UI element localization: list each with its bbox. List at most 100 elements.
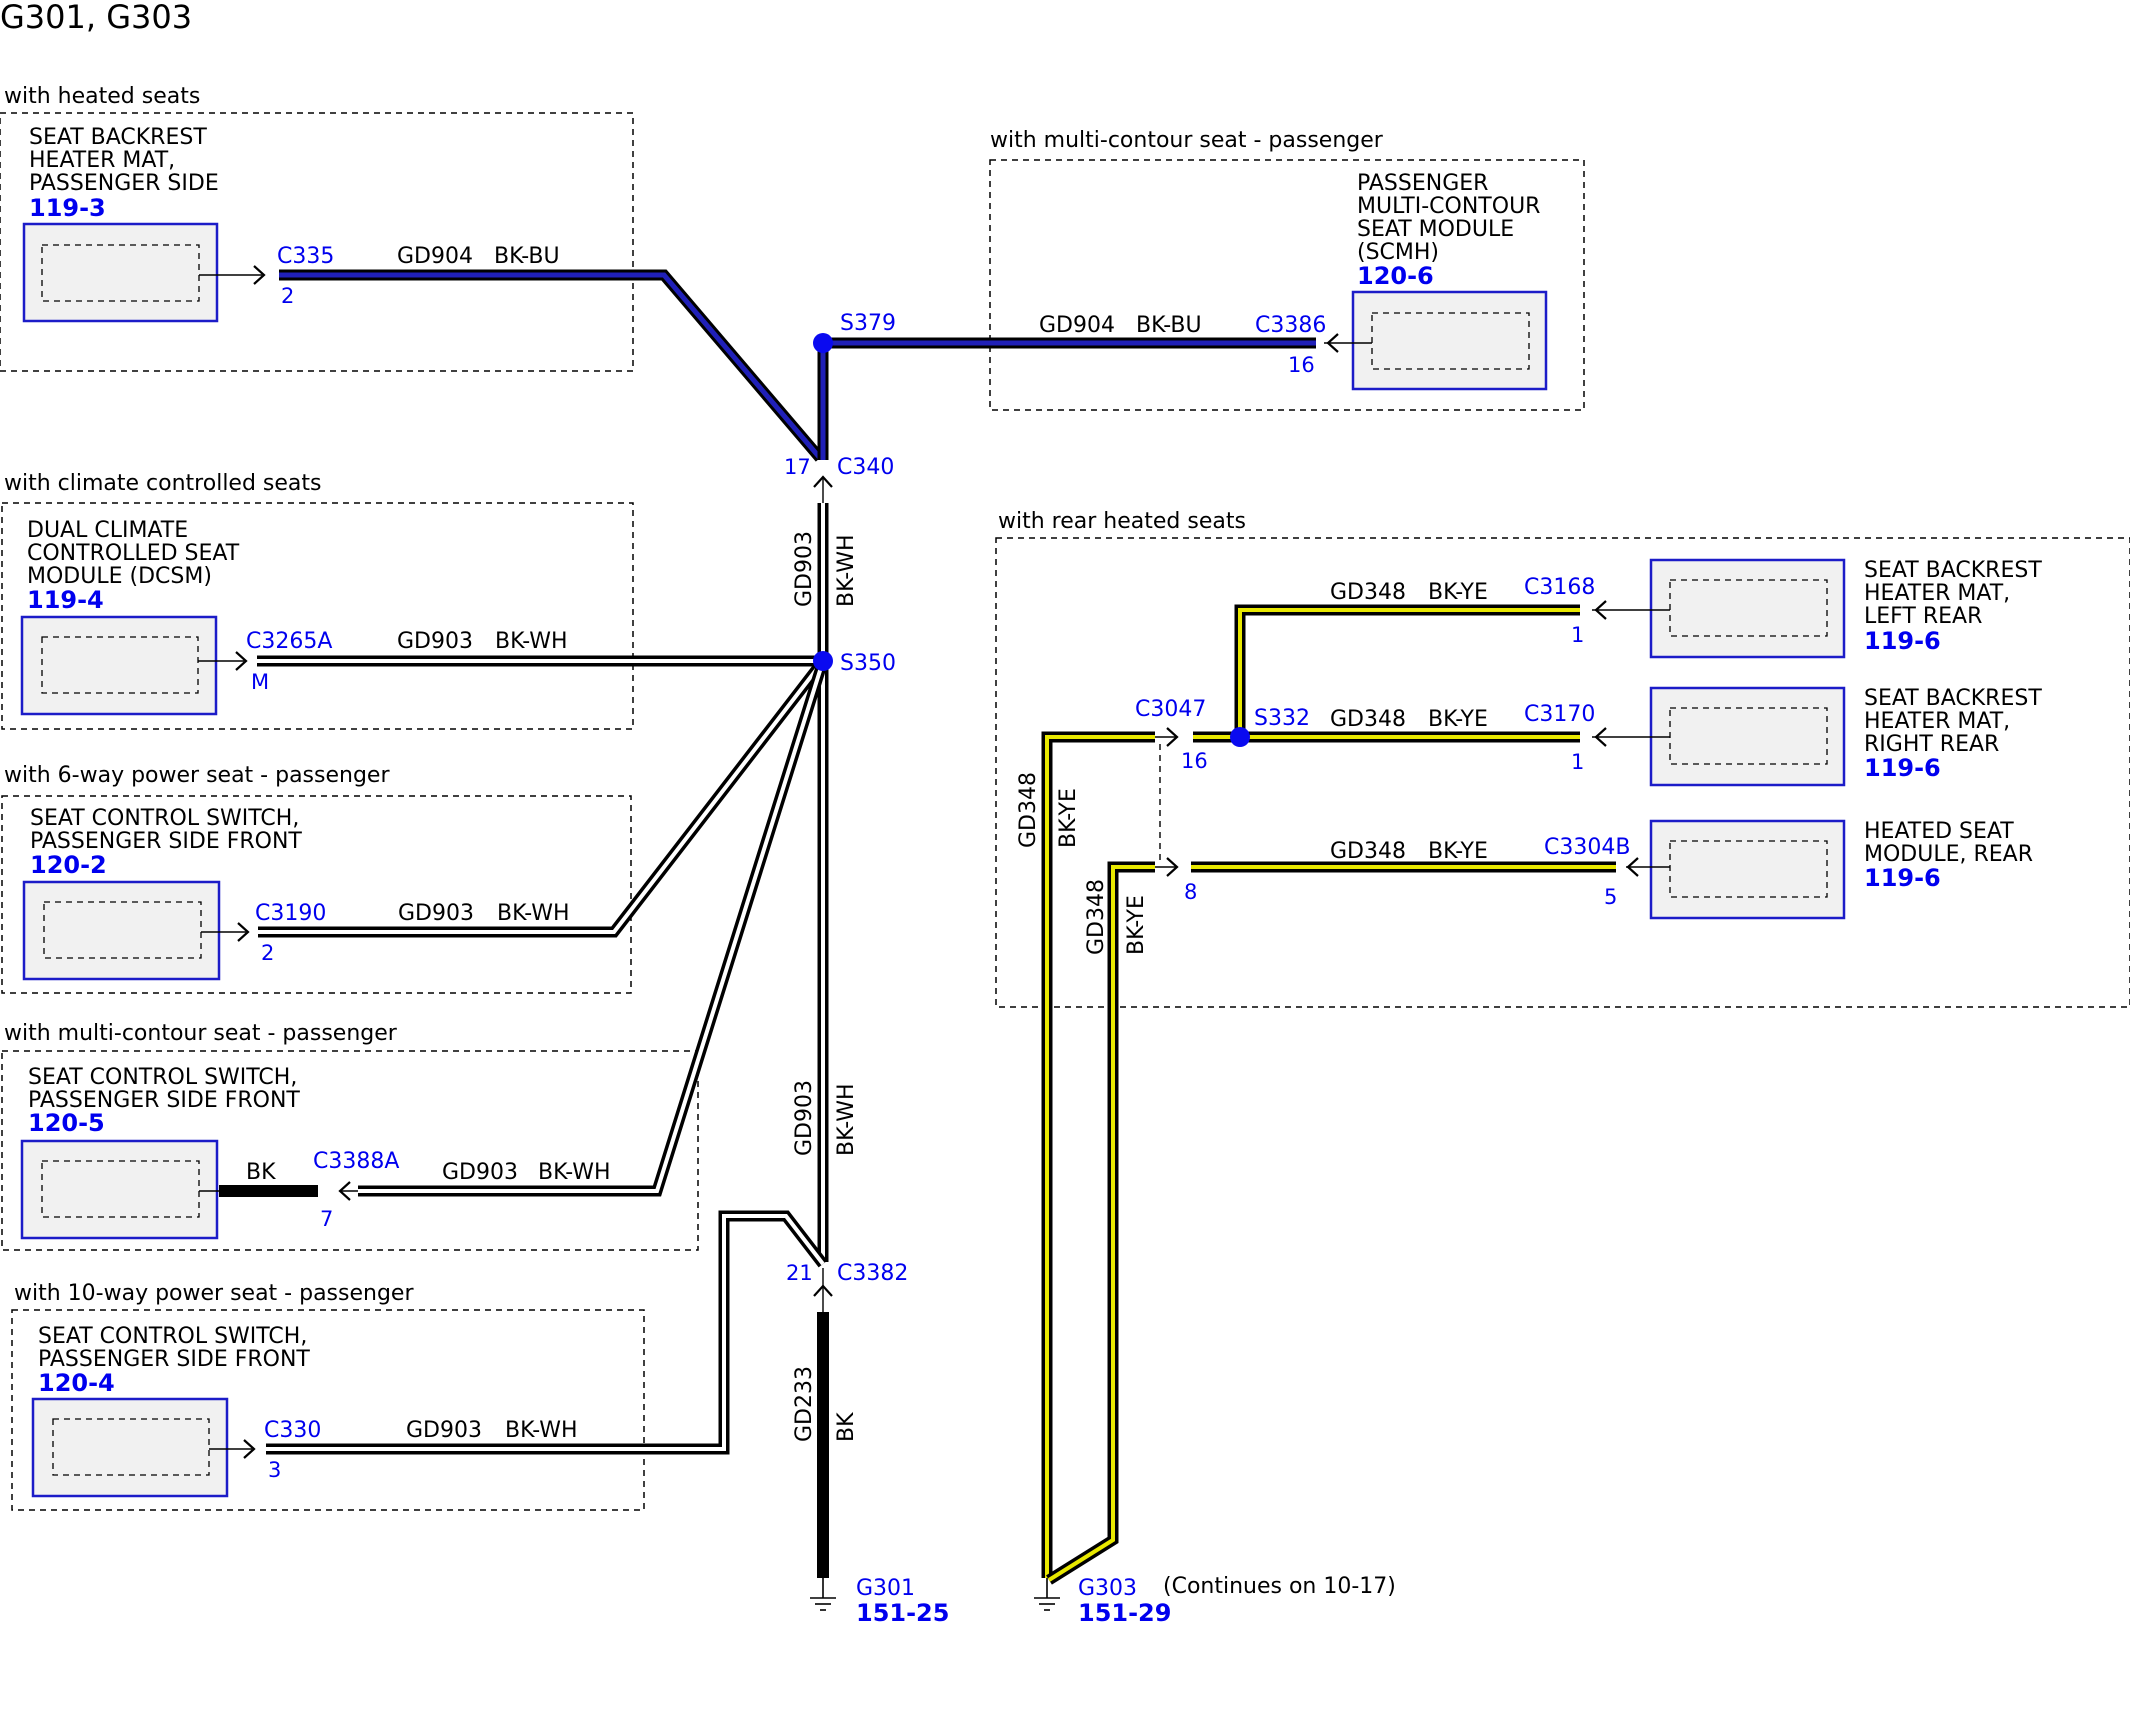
- component-name-line: LEFT REAR: [1864, 604, 1982, 629]
- splice-s332[interactable]: [1230, 727, 1250, 747]
- wire-color-label: BK-YE: [1428, 839, 1488, 864]
- component-page-ref[interactable]: 120-4: [38, 1369, 115, 1397]
- pin-label: 17: [784, 455, 811, 479]
- ground-label[interactable]: G301: [856, 1576, 915, 1601]
- wire-circuit-label: GD903: [792, 1080, 817, 1156]
- component-seat-switch-6way: SEAT CONTROL SWITCH, PASSENGER SIDE FRON…: [22, 806, 302, 981]
- wire-color-label: BK-YE: [1428, 580, 1488, 605]
- component-dcsm: DUAL CLIMATE CONTROLLED SEAT MODULE (DCS…: [20, 518, 248, 716]
- splice-label[interactable]: S332: [1254, 706, 1310, 731]
- pin-label: 21: [786, 1261, 813, 1285]
- component-seat-switch-multicontour: SEAT CONTROL SWITCH, PASSENGER SIDE FRON…: [20, 1065, 358, 1240]
- component-name-line: SEAT MODULE: [1357, 217, 1514, 242]
- component-seat-switch-10way: SEAT CONTROL SWITCH, PASSENGER SIDE FRON…: [31, 1324, 310, 1498]
- component-name-line: HEATER MAT,: [1864, 581, 2010, 606]
- component-page-ref[interactable]: 119-6: [1864, 864, 1941, 892]
- group-multi-contour-seat: with multi-contour seat - passenger: [1, 1021, 699, 1251]
- wire-color-label: BK-BU: [1136, 313, 1202, 338]
- component-name-line: MULTI-CONTOUR: [1357, 194, 1540, 219]
- connector-label[interactable]: C3386: [1255, 313, 1326, 338]
- component-name-line: (SCMH): [1357, 240, 1439, 265]
- wire-color-label: BK-BU: [494, 244, 560, 269]
- component-page-ref[interactable]: 119-6: [1864, 627, 1941, 655]
- connector-label[interactable]: C3170: [1524, 702, 1595, 727]
- component-name-line: SEAT CONTROL SWITCH,: [38, 1324, 307, 1349]
- component-backrest-heater-left-rear: SEAT BACKREST HEATER MAT, LEFT REAR 119-…: [1592, 558, 2042, 659]
- component-page-ref[interactable]: 119-6: [1864, 754, 1941, 782]
- connector-label[interactable]: C330: [264, 1418, 321, 1443]
- component-name-line: MODULE (DCSM): [27, 564, 212, 589]
- ground-label[interactable]: G303: [1078, 1576, 1137, 1601]
- pin-label: M: [251, 670, 269, 694]
- wire-color-label: BK-WH: [505, 1418, 578, 1443]
- connector-label[interactable]: C3304B: [1544, 835, 1630, 860]
- ground-g301-symbol: [810, 1578, 836, 1611]
- connector-label[interactable]: C3388A: [313, 1149, 399, 1174]
- pin-label: 16: [1288, 353, 1315, 377]
- connector-label[interactable]: C340: [837, 455, 894, 480]
- pin-label: 7: [320, 1207, 333, 1231]
- wire-circuit-label: GD903: [442, 1160, 518, 1185]
- connector-c3382[interactable]: [813, 1268, 833, 1312]
- wire-gd348-c3168: [1234, 604, 1580, 737]
- component-page-ref[interactable]: 120-2: [30, 851, 107, 879]
- pin-label: 5: [1604, 885, 1617, 909]
- wire-circuit-label: GD348: [1330, 707, 1406, 732]
- component-name-line: SEAT BACKREST: [1864, 558, 2042, 583]
- component-name-line: HEATER MAT,: [1864, 709, 2010, 734]
- group-label: with climate controlled seats: [4, 471, 322, 496]
- wire-circuit-label: GD903: [397, 629, 473, 654]
- wire-circuit-label: GD233: [792, 1366, 817, 1442]
- ground-g303-symbol: [1034, 1578, 1060, 1611]
- wire-color-label: BK-YE: [1124, 895, 1149, 955]
- component-page-ref[interactable]: 120-5: [28, 1109, 105, 1137]
- splice-label[interactable]: S379: [840, 311, 896, 336]
- ground-page-ref[interactable]: 151-25: [856, 1599, 949, 1627]
- wire-circuit-label: GD903: [406, 1418, 482, 1443]
- group-label: with rear heated seats: [998, 509, 1246, 534]
- component-name-line: DUAL CLIMATE: [27, 518, 188, 543]
- group-label: with multi-contour seat - passenger: [4, 1021, 398, 1046]
- wire-circuit-label: GD348: [1016, 772, 1041, 848]
- connector-label[interactable]: C3047: [1135, 697, 1206, 722]
- component-heated-seat-module-rear: HEATED SEAT MODULE, REAR 119-6: [1626, 819, 2033, 920]
- wire-color-label: BK-WH: [538, 1160, 611, 1185]
- group-label: with heated seats: [4, 84, 200, 109]
- ground-page-ref[interactable]: 151-29: [1078, 1599, 1171, 1627]
- connector-label[interactable]: C335: [277, 244, 334, 269]
- group-rear-heated-seats: with rear heated seats: [995, 509, 2130, 1008]
- group-label: with multi-contour seat - passenger: [990, 128, 1384, 153]
- group-climate-seats: with climate controlled seats: [1, 471, 634, 730]
- connector-label[interactable]: C3382: [837, 1261, 908, 1286]
- component-page-ref[interactable]: 119-4: [27, 586, 104, 614]
- component-backrest-heater-right-rear: SEAT BACKREST HEATER MAT, RIGHT REAR 119…: [1592, 686, 2042, 787]
- continuation-note: (Continues on 10-17): [1163, 1574, 1396, 1599]
- connector-label[interactable]: C3190: [255, 901, 326, 926]
- wire-color-label: BK-YE: [1428, 707, 1488, 732]
- connector-c3047[interactable]: [1155, 727, 1179, 877]
- pin-label: 1: [1571, 750, 1584, 774]
- wire-gd903-c3190: [258, 657, 828, 938]
- group-multi-contour-seat-right: with multi-contour seat - passenger: [989, 128, 1585, 411]
- pin-label: 2: [261, 941, 274, 965]
- component-page-ref[interactable]: 119-3: [29, 194, 106, 222]
- page-title: G301, G303: [0, 0, 192, 36]
- wire-gd348-g303-a: [1041, 731, 1155, 1578]
- connector-label[interactable]: C3265A: [246, 629, 332, 654]
- splice-s350[interactable]: [813, 651, 833, 671]
- connector-label[interactable]: C3168: [1524, 575, 1595, 600]
- component-name-line: HEATED SEAT: [1864, 819, 2014, 844]
- component-name-line: PASSENGER: [1357, 171, 1488, 196]
- pin-label: 2: [281, 284, 294, 308]
- group-heated-seats: with heated seats: [0, 84, 634, 372]
- component-name-line: CONTROLLED SEAT: [27, 541, 240, 566]
- wire-circuit-label: GD348: [1084, 879, 1109, 955]
- wire-circuit-label: GD904: [397, 244, 473, 269]
- splice-s379[interactable]: [813, 333, 833, 353]
- wire-gd348-g303-b: [1046, 861, 1155, 1585]
- splice-label[interactable]: S350: [840, 651, 896, 676]
- component-name-line: HEATER MAT,: [29, 148, 175, 173]
- component-page-ref[interactable]: 120-6: [1357, 262, 1434, 290]
- component-name-line: PASSENGER SIDE FRONT: [38, 1347, 310, 1372]
- connector-c340[interactable]: [813, 475, 833, 503]
